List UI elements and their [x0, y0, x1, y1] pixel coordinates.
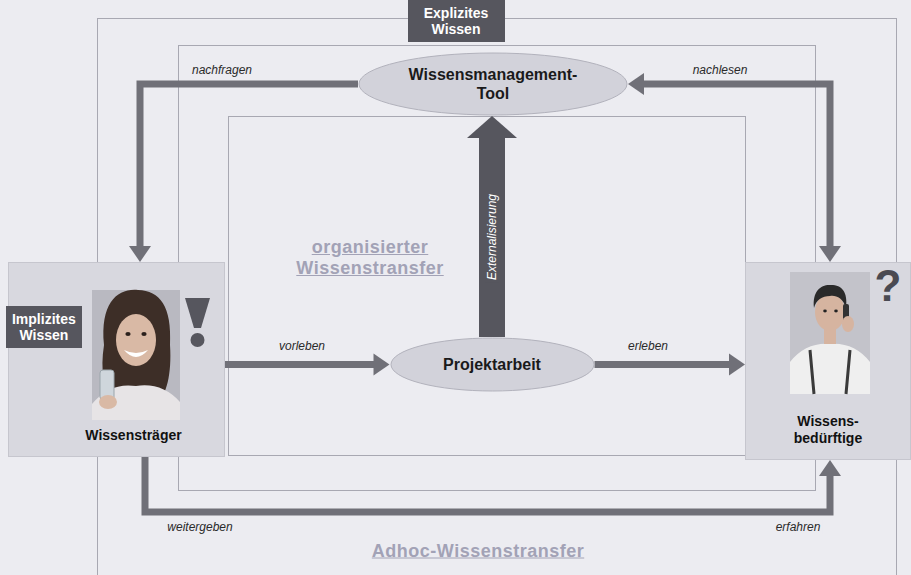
text-group: Wissensmanagement-Tool: [402, 65, 584, 103]
connector: [145, 457, 841, 512]
inner-frame: [229, 117, 746, 456]
edge-label: erfahren: [774, 520, 823, 534]
exclamation-symbol: [185, 298, 210, 347]
text-group: Explizites Wissen: [417, 5, 495, 37]
knowledge-type-box: Implizites Wissen: [6, 306, 82, 348]
arrowhead: [374, 354, 390, 376]
text-group: Projektarbeit: [443, 355, 541, 374]
node-text: Explizites Wissen: [417, 5, 495, 37]
connector-line: [140, 84, 358, 247]
node-text: Projektarbeit: [443, 355, 541, 374]
connector: [595, 354, 746, 376]
connector-line: [479, 137, 505, 337]
text-group: Wissensträger: [85, 427, 181, 444]
arrowhead: [628, 73, 644, 95]
node-text: Implizites Wissen: [8, 311, 80, 343]
connector-line: [225, 361, 375, 368]
connector: [467, 116, 517, 337]
connector-line: [595, 361, 731, 368]
arrowhead: [467, 116, 517, 138]
man-photo: [790, 272, 870, 394]
arrowhead: [729, 354, 745, 376]
section-label: organisierter Wissenstransfer: [295, 237, 445, 279]
ellipse-outline: [358, 52, 628, 116]
process-ellipse: Projektarbeit: [390, 337, 595, 392]
arrowhead: [819, 460, 841, 476]
edge-label: weitergeben: [165, 520, 234, 534]
arrowhead: [819, 246, 841, 262]
question-mark: ?: [875, 263, 902, 309]
edge-label: nachlesen: [691, 63, 750, 77]
node-text: Wissens- bedürftige: [785, 413, 871, 447]
text-group: Wissens- bedürftige: [785, 413, 871, 447]
ellipse-shape: [359, 53, 627, 115]
section-label: Adhoc-Wissenstransfer: [372, 541, 584, 562]
arrowhead: [129, 246, 151, 262]
tool-ellipse: Wissensmanagement-Tool: [358, 52, 628, 116]
edge-label: nachfragen: [190, 63, 254, 77]
node-text: Wissensträger: [85, 427, 181, 444]
connector-line: [145, 457, 830, 512]
ellipse-shape: [391, 338, 594, 391]
node-text: Wissensmanagement-Tool: [402, 65, 584, 103]
edge-label: erleben: [626, 339, 670, 353]
woman-photo: [92, 290, 180, 420]
connector-line: [643, 84, 830, 247]
connector: [225, 354, 390, 376]
connector: [129, 84, 358, 262]
text-group: Implizites Wissen: [8, 311, 80, 343]
middle-frame: [179, 46, 816, 491]
knowledge-type-box: Explizites Wissen: [408, 0, 505, 42]
edge-label: Externalisierung: [485, 192, 499, 282]
edge-label: vorleben: [277, 339, 327, 353]
connector: [628, 73, 841, 262]
